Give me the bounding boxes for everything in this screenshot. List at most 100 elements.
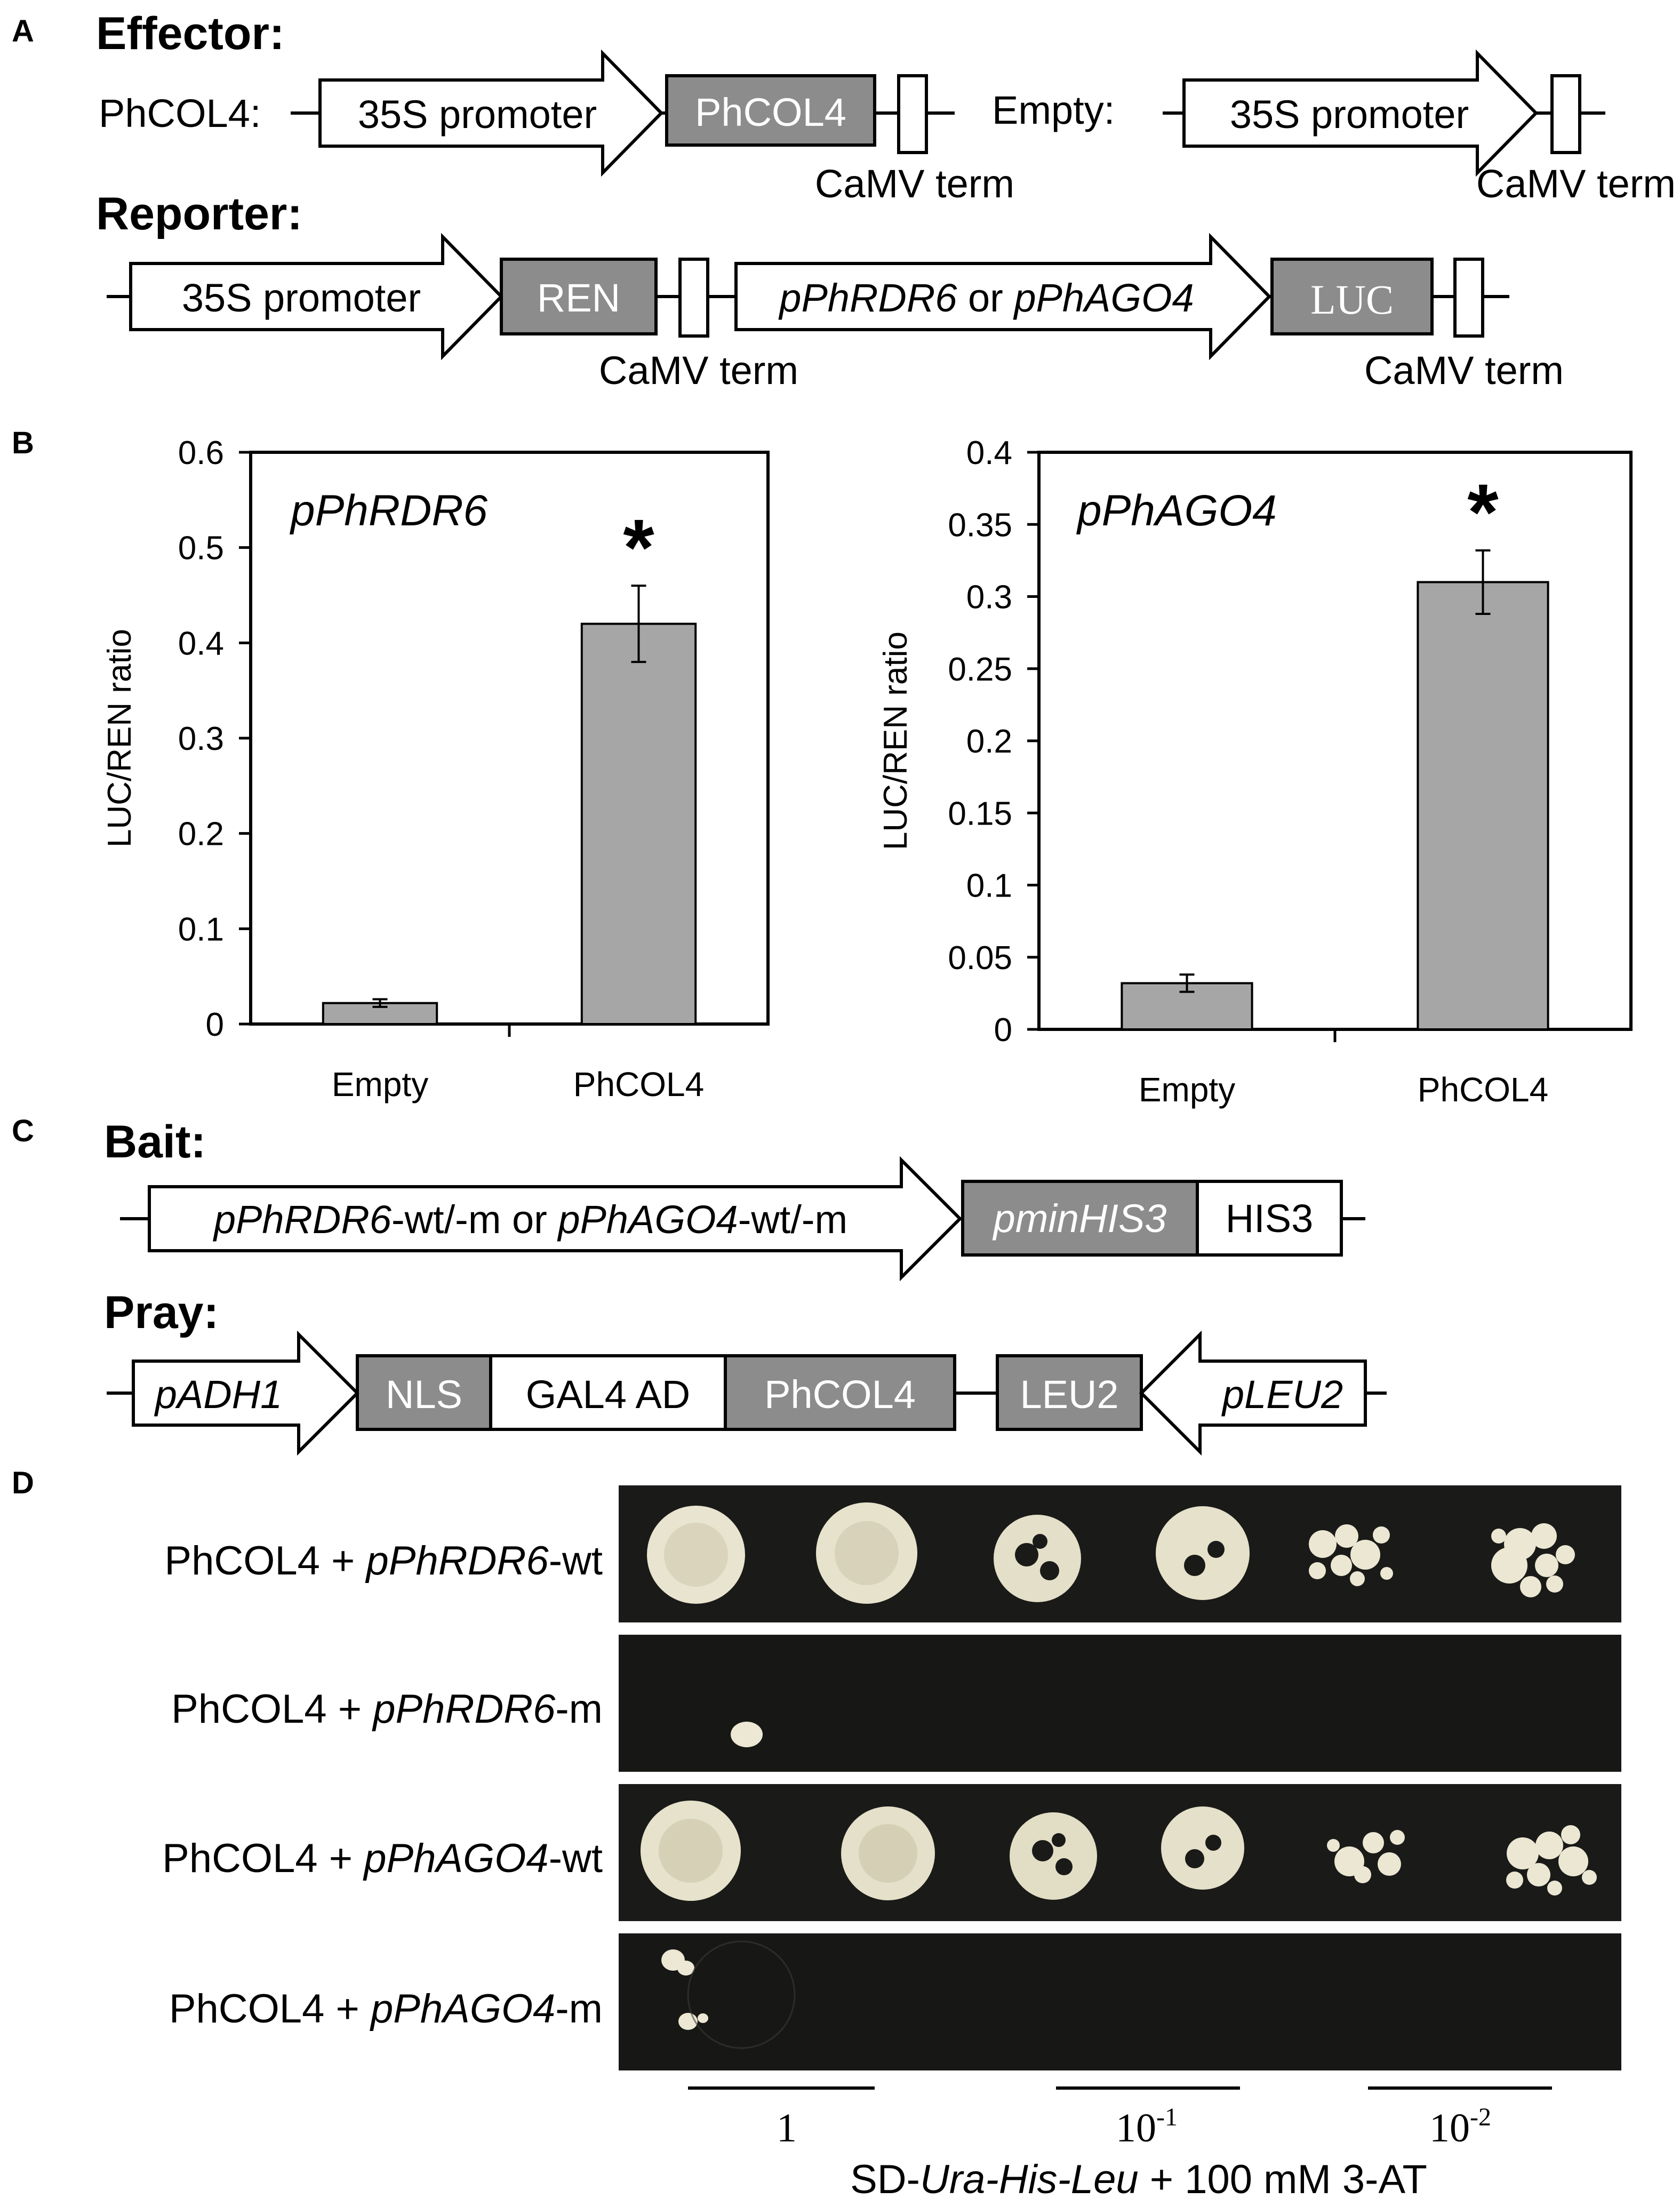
y-axis-label: LUC/REN ratio	[877, 631, 914, 850]
reporter-camv-term-label-1: CaMV term	[599, 348, 798, 393]
row-4-prefix: PhCOL4 +	[169, 1986, 371, 2032]
gal4ad-box	[489, 1354, 727, 1431]
row-1-prefix: PhCOL4 +	[164, 1538, 366, 1584]
medium-dropout: Ura-His-Leu	[920, 2157, 1139, 2199]
colony-spot	[1156, 1506, 1250, 1600]
chart-title: pPhRDR6	[289, 486, 488, 535]
y-tick-label: 0.1	[966, 868, 1012, 905]
ren-gene-label: REN	[537, 276, 620, 320]
dilution-label-1: 1	[777, 2106, 797, 2150]
y-tick-label: 0.15	[948, 795, 1012, 832]
y-tick-label: 0.35	[948, 507, 1012, 543]
chart-title: pPhAGO4	[1076, 486, 1277, 535]
reporter-promoter-arrow	[734, 233, 1272, 361]
dilution-label-3: 10-2	[1429, 2103, 1491, 2150]
pminhis3-box	[961, 1180, 1199, 1257]
dilution-3-exp: -2	[1470, 2103, 1491, 2131]
panel-d: D PhCOL4 + pPhRDR6-wt PhCOL4 + pPhRDR6-m…	[12, 1466, 1621, 2199]
row-2-promoter: pPhRDR6	[372, 1686, 556, 1732]
significance-star: *	[623, 502, 654, 592]
dilution-2-exp: -1	[1156, 2103, 1178, 2131]
plate-strip-2	[619, 1635, 1621, 1772]
reporter-promoter-label: pPhRDR6 or pPhAGO4	[778, 276, 1194, 320]
leu2-box	[996, 1354, 1143, 1431]
colonies-row-2	[731, 1722, 763, 1747]
pray-phcol4-box	[724, 1354, 956, 1431]
reporter-promoter-1: pPhRDR6	[778, 276, 957, 320]
dilution-1-base: 1	[777, 2106, 797, 2150]
row-1-promoter: pPhRDR6	[365, 1538, 549, 1584]
category-label: Empty	[1139, 1070, 1235, 1109]
nls-label: NLS	[386, 1372, 462, 1417]
colony-spot	[731, 1722, 763, 1747]
y-tick-label: 0	[994, 1012, 1012, 1049]
row-3-prefix: PhCOL4 +	[162, 1836, 364, 1881]
panel-letter-d: D	[12, 1466, 34, 1500]
plate-strip-1	[619, 1485, 1621, 1622]
row-3-promoter: pPhAGO4	[363, 1836, 548, 1881]
colonies-row-4	[661, 1940, 796, 2049]
bait-promoter-1: pPhRDR6	[213, 1197, 392, 1242]
colony-cluster	[1506, 1825, 1597, 1896]
reporter-35s-promoter-arrow	[129, 233, 504, 361]
camv-term-box	[897, 74, 928, 154]
bar-phcol4	[580, 622, 697, 1025]
padh1-arrow	[132, 1330, 360, 1456]
phcol4-gene-label: PhCOL4	[695, 90, 846, 134]
35s-promoter-label: 35S promoter	[358, 92, 597, 137]
medium-prefix: SD-	[850, 2157, 920, 2199]
colony-spot	[677, 1961, 694, 1976]
y-axis-label: LUC/REN ratio	[101, 629, 138, 847]
reporter-camv-term-label-2: CaMV term	[1364, 348, 1564, 393]
panel-letter-a: A	[12, 14, 34, 49]
pleu2-label: pLEU2	[1221, 1372, 1343, 1417]
y-tick-label: 0.5	[178, 530, 224, 567]
colonies-row-1	[647, 1502, 1575, 1604]
row-label-2: PhCOL4 + pPhRDR6-m	[171, 1686, 603, 1732]
row-4-promoter: pPhAGO4	[370, 1986, 555, 2032]
row-label-1: PhCOL4 + pPhRDR6-wt	[164, 1538, 603, 1584]
colony-spot	[1010, 1812, 1097, 1900]
row-2-prefix: PhCOL4 +	[171, 1686, 373, 1732]
ren-gene-box	[500, 258, 658, 335]
35s-promoter-label-empty: 35S promoter	[1230, 92, 1469, 137]
y-tick-label: 0.6	[178, 435, 224, 471]
colony-cluster	[1491, 1523, 1575, 1597]
bar-phcol4	[1417, 581, 1549, 1030]
bait-promoter-2: pPhAGO4	[557, 1197, 738, 1242]
row-2-suffix: -m	[555, 1686, 603, 1732]
y-tick-label: 0.4	[178, 625, 224, 662]
row-label-4: PhCOL4 + pPhAGO4-m	[169, 1986, 603, 2032]
bait-promoter-label: pPhRDR6-wt/-m or pPhAGO4-wt/-m	[213, 1197, 847, 1242]
empty-effector-label: Empty:	[992, 88, 1115, 132]
reporter-camv-term-box-2	[1453, 258, 1484, 338]
bait-promoter-suffix-1: -wt/-m or	[391, 1197, 558, 1242]
panel-b: B 00.10.20.30.40.50.6Empty*PhCOL4pPhRDR6…	[12, 426, 1633, 1109]
pleu2-arrow	[1139, 1330, 1367, 1456]
category-label: Empty	[332, 1065, 428, 1104]
category-label: PhCOL4	[573, 1065, 704, 1104]
pminhis3-label: pminHIS3	[993, 1196, 1167, 1241]
reporter-promoter-2: pPhAGO4	[1013, 276, 1194, 320]
bar-chart-pphago4: 00.050.10.150.20.250.30.350.4Empty*PhCOL…	[877, 435, 1633, 1109]
bait-heading: Bait:	[104, 1116, 206, 1168]
panel-c: C Bait: pPhRDR6-wt/-m or pPhAGO4-wt/-m p…	[12, 1114, 1387, 1456]
pray-phcol4-label: PhCOL4	[764, 1372, 916, 1417]
reporter-35s-promoter-label: 35S promoter	[182, 276, 421, 320]
bait-promoter-suffix-2: -wt/-m	[738, 1197, 848, 1242]
row-1-suffix: -wt	[549, 1538, 603, 1584]
y-tick-label: 0.3	[966, 579, 1012, 616]
y-tick-label: 0.4	[966, 435, 1012, 471]
colony-cluster	[1309, 1524, 1393, 1586]
significance-star: *	[1467, 467, 1499, 557]
reporter-promoter-or: or	[957, 276, 1014, 320]
luc-gene-label: LUC	[1310, 276, 1394, 323]
y-tick-label: 0	[206, 1006, 224, 1043]
bait-promoter-arrow	[148, 1156, 963, 1282]
y-tick-label: 0.3	[178, 721, 224, 757]
camv-term-label: CaMV term	[815, 162, 1014, 206]
35s-promoter-arrow	[318, 49, 664, 177]
panel-a: A Effector: PhCOL4: 35S promoter PhCOL4 …	[12, 8, 1676, 393]
y-tick-label: 0.05	[948, 940, 1012, 977]
padh1-label: pADH1	[154, 1372, 283, 1417]
